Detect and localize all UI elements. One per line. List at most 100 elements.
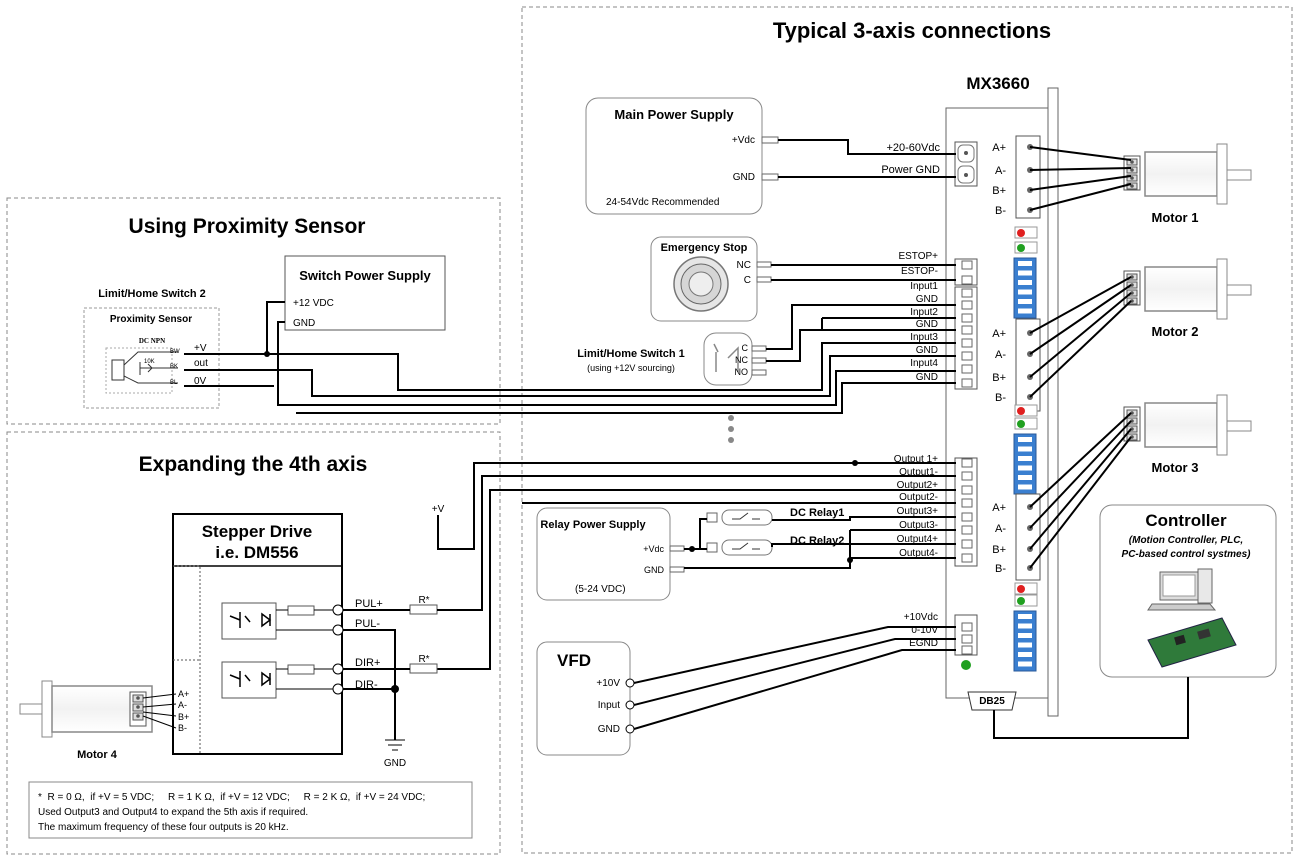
motor-pin-label: A-	[995, 165, 1006, 177]
relay-ps-gnd: GND	[644, 565, 665, 575]
led-frame	[1014, 404, 1038, 417]
pin-dot	[1130, 160, 1134, 164]
signal-vplus: +V	[194, 343, 207, 354]
estop-title: Emergency Stop	[661, 242, 748, 254]
main-power-supply: Main Power Supply +Vdc GND 24-54Vdc Reco…	[585, 97, 779, 215]
pin-label: Input2	[910, 307, 938, 318]
controller: Controller (Motion Controller, PLC, PC-b…	[1099, 504, 1277, 678]
relay2-label: DC Relay2	[790, 535, 844, 547]
dip-switch-slot	[1018, 475, 1032, 480]
led-frame	[1014, 226, 1038, 239]
motor-wires	[1029, 146, 1132, 569]
m4-a-minus: A-	[178, 700, 187, 710]
terminal-slot	[961, 288, 973, 298]
power-led	[1017, 244, 1025, 252]
pin-label: Output2+	[897, 480, 939, 491]
motor-pin-label: B+	[992, 544, 1006, 556]
optocoupler-icon	[229, 612, 272, 628]
wire-bw: BW	[170, 349, 180, 355]
alarm-led	[1017, 585, 1025, 593]
switch-ps-gnd: GND	[293, 318, 315, 329]
sensor-label: Proximity Sensor	[110, 314, 192, 325]
main-power-gnd: GND	[733, 172, 755, 183]
terminal-slot	[961, 525, 973, 535]
vplus-label: +V	[432, 504, 445, 515]
pin-label: Output4+	[897, 534, 939, 545]
motor-4-label: Motor 4	[77, 749, 118, 761]
pc-icon	[1147, 568, 1217, 611]
internal-resistor	[287, 664, 315, 675]
terminal-slot	[961, 645, 973, 655]
stepper-wires	[343, 462, 855, 751]
motor-body	[1144, 151, 1218, 197]
relay-ps-title: Relay Power Supply	[540, 519, 646, 531]
terminal-slot	[961, 325, 973, 335]
m4-a-plus: A+	[178, 689, 189, 699]
led-frame	[1014, 582, 1038, 595]
resistor-label-1: R*	[418, 595, 429, 606]
dip-switch-slot	[1018, 465, 1032, 471]
controller-sub1: (Motion Controller, PLC,	[1129, 535, 1243, 546]
motor-1-label: Motor 1	[1152, 210, 1199, 225]
led-frame	[1014, 594, 1038, 607]
limit1-note: (using +12V sourcing)	[587, 363, 675, 373]
power-connector	[954, 141, 978, 187]
sensor-type: DC NPN	[139, 337, 165, 345]
motor-4: Motor 4	[19, 680, 153, 761]
db25-connector	[967, 691, 1017, 711]
typical-title: Typical 3-axis connections	[773, 18, 1051, 43]
signal-out: out	[194, 358, 208, 369]
pin-label: Input4	[910, 358, 938, 369]
pin-label: Output 1+	[894, 454, 938, 465]
terminal-slot	[961, 300, 973, 310]
vfd-pin-10v: +10V	[596, 678, 620, 689]
terminal-slot	[961, 498, 973, 508]
motor-connector	[1015, 135, 1041, 219]
dip-switch-slot	[1018, 289, 1032, 295]
wire-bl: BL	[170, 380, 178, 386]
signal-0v: 0V	[194, 376, 207, 387]
pin-label: Input3	[910, 332, 938, 343]
motor-pin-label: B+	[992, 372, 1006, 384]
pin-power-gnd: Power GND	[881, 164, 940, 176]
dip-switch-slot	[1018, 261, 1032, 266]
mx3660-title: MX3660	[966, 74, 1029, 93]
dip-switch-slot	[1018, 642, 1032, 648]
pin-pul-plus: PUL+	[355, 598, 383, 610]
terminal-slot	[961, 338, 973, 348]
sensor-resistor: 10K	[144, 359, 155, 365]
dip-switch-slot	[1018, 437, 1032, 442]
expand-section-frame	[6, 431, 501, 855]
pin-dot	[1130, 184, 1134, 188]
footnote-line-1: * R = 0 Ω, if +V = 5 VDC; R = 1 K Ω, if …	[38, 792, 425, 803]
typical-section-frame	[521, 6, 1293, 854]
vfd-title: VFD	[557, 651, 591, 670]
switch-power-supply: Switch Power Supply +12 VDC GND	[284, 255, 446, 331]
dip-switch-slot	[1018, 484, 1032, 490]
pin-label: Output1-	[899, 467, 938, 478]
pin-label: Output4-	[899, 548, 938, 559]
limit1-title: Limit/Home Switch 1	[577, 348, 685, 360]
pin-label: Output3+	[897, 506, 939, 517]
resistor-r-dir	[409, 663, 438, 674]
status-led	[961, 660, 971, 670]
pin-label: Output3-	[899, 520, 938, 531]
motor-pin-label: A-	[995, 349, 1006, 361]
pin-label: Input1	[910, 281, 938, 292]
resistor-r-pul	[409, 604, 438, 615]
pin-label: GND	[916, 372, 938, 383]
pin-power-vdc: +20-60Vdc	[886, 142, 940, 154]
db25-label: DB25	[979, 696, 1005, 707]
led-frame	[1014, 241, 1038, 254]
motor-2-label: Motor 2	[1152, 324, 1199, 339]
controller-title: Controller	[1145, 511, 1227, 530]
terminal-slot	[961, 471, 973, 481]
dip-switch-slot	[1018, 633, 1032, 638]
pin-label: ESTOP+	[898, 251, 938, 262]
internal-resistor	[287, 605, 315, 616]
motor-shaft	[1226, 169, 1252, 181]
terminal-slot	[961, 351, 973, 361]
pin-label: EGND	[909, 638, 938, 649]
proximity-title: Using Proximity Sensor	[129, 215, 366, 238]
